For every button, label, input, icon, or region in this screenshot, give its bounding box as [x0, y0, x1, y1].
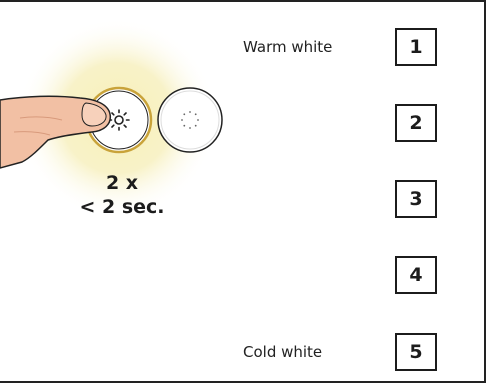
press-duration-text: < 2 sec. — [79, 196, 165, 218]
finger-pressing-icon — [0, 95, 112, 169]
step-box-5: 5 — [395, 333, 437, 371]
press-illustration — [0, 18, 223, 218]
step-box-1: 1 — [395, 28, 437, 66]
step-box-4: 4 — [395, 256, 437, 294]
step-box-2: 2 — [395, 104, 437, 142]
cold-white-label: Cold white — [243, 343, 323, 361]
dotted-circle-icon — [157, 87, 223, 153]
press-count-text: 2 x — [105, 172, 139, 194]
warm-white-label: Warm white — [243, 38, 333, 56]
step-box-3: 3 — [395, 180, 437, 218]
